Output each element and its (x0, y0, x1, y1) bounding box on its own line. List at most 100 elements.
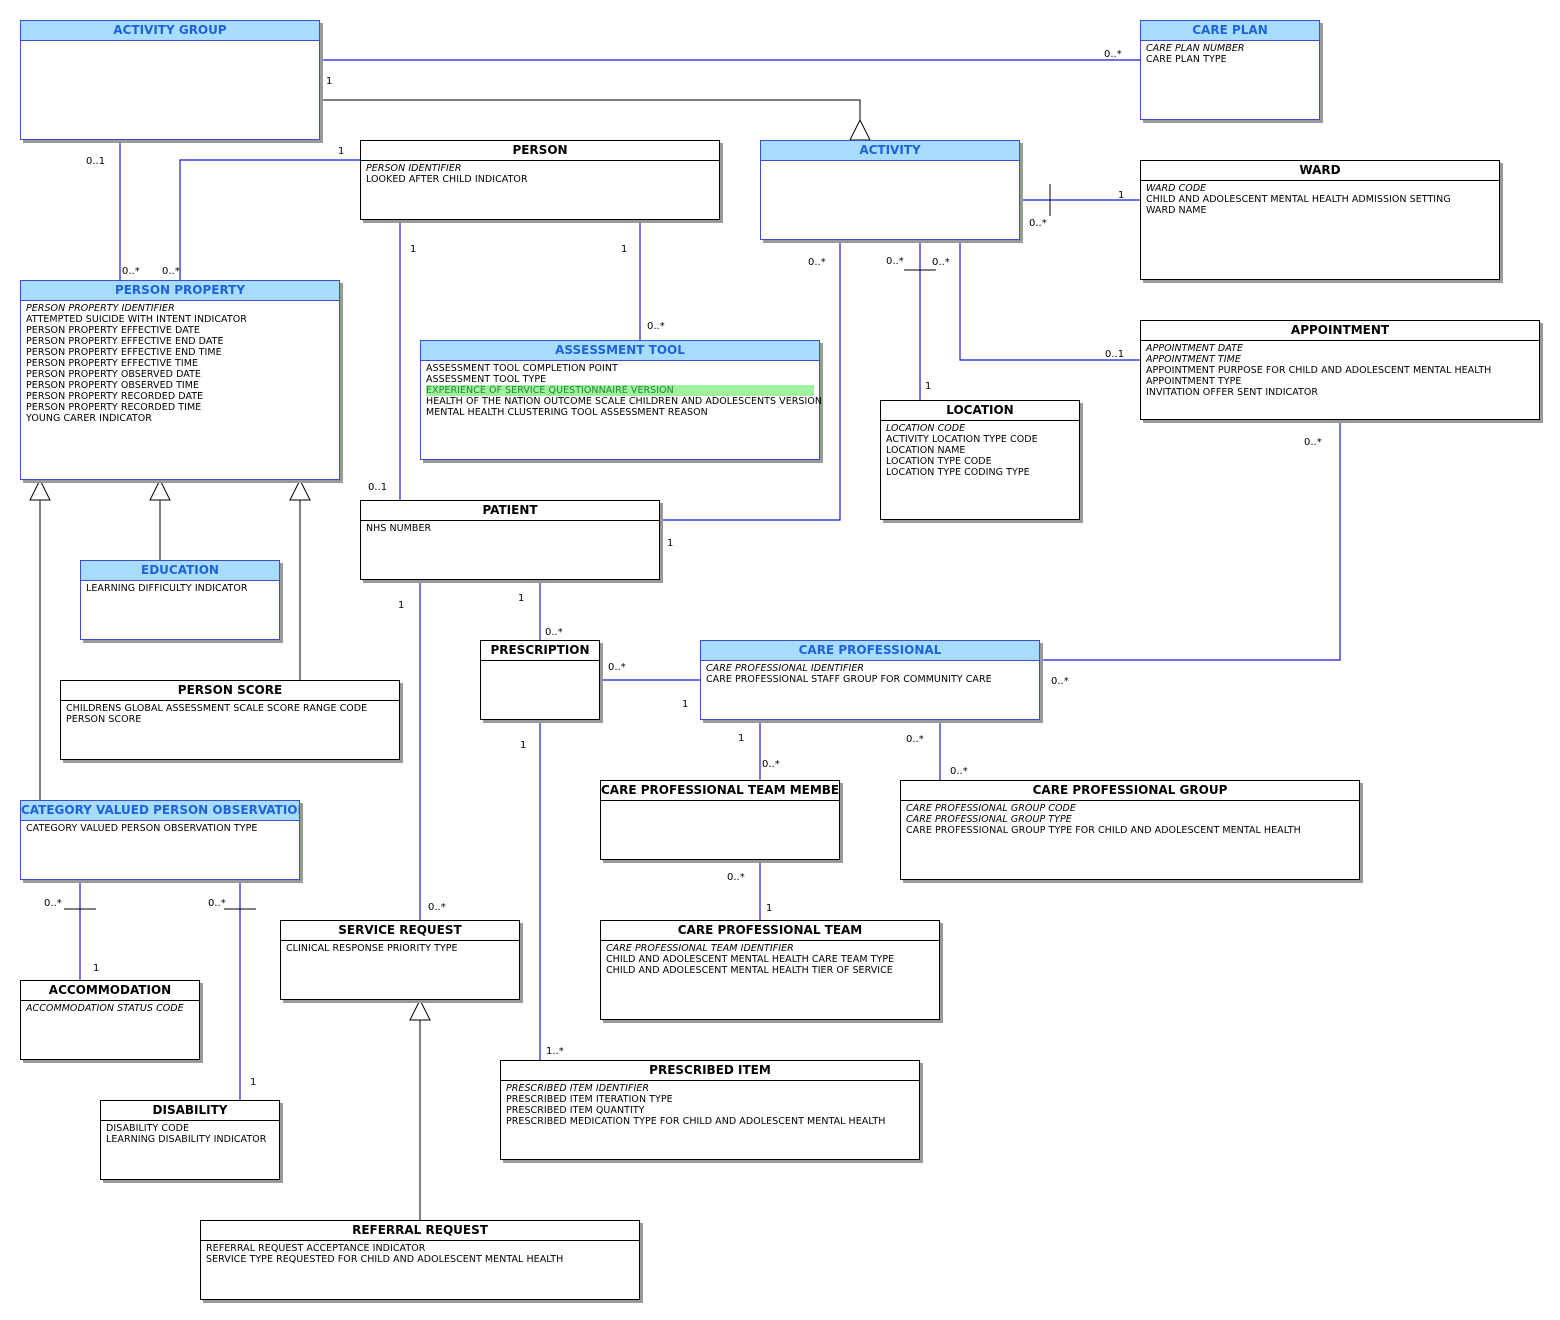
attribute-row: CARE PROFESSIONAL IDENTIFIER (706, 663, 865, 674)
cardinality-label: 0..* (906, 734, 924, 745)
entity-category-valued-person-observation[interactable]: CATEGORY VALUED PERSON OBSERVATION CATEGO… (20, 800, 300, 880)
attribute-row: LOCATION TYPE CODING TYPE (886, 467, 1030, 478)
cardinality-label: 0..* (428, 902, 446, 913)
attribute-row: PERSON PROPERTY EFFECTIVE END TIME (26, 347, 222, 358)
attribute-row: PRESCRIBED ITEM IDENTIFIER (506, 1083, 650, 1094)
attribute-row: PERSON SCORE (66, 714, 142, 725)
attribute-row: LOCATION NAME (886, 445, 966, 456)
attribute-row: CARE PROFESSIONAL STAFF GROUP FOR COMMUN… (706, 674, 992, 685)
cardinality-label: 1..* (546, 1046, 564, 1057)
attribute-row: WARD CODE (1146, 183, 1207, 194)
entity-title: CARE PROFESSIONAL GROUP (901, 781, 1359, 801)
cardinality-label: 0..* (122, 266, 140, 277)
generalization-arrowhead (29, 478, 51, 501)
attribute-row: PERSON PROPERTY IDENTIFIER (26, 303, 175, 314)
attribute-row: ACTIVITY LOCATION TYPE CODE (886, 434, 1038, 445)
association-line (660, 240, 841, 521)
attribute-row: CATEGORY VALUED PERSON OBSERVATION TYPE (26, 823, 258, 834)
cardinality-label: 0..* (932, 257, 950, 268)
attribute-row: LOCATION TYPE CODE (886, 456, 992, 467)
association-line (959, 240, 1140, 361)
attribute-row: PERSON PROPERTY OBSERVED DATE (26, 369, 201, 380)
attribute-row: CARE PROFESSIONAL GROUP TYPE (906, 814, 1072, 825)
entity-attributes: ACCOMMODATION STATUS CODE (21, 1001, 199, 1014)
entity-title: ACTIVITY GROUP (21, 21, 319, 41)
entity-title: CATEGORY VALUED PERSON OBSERVATION (21, 801, 299, 821)
entity-accommodation[interactable]: ACCOMMODATION ACCOMMODATION STATUS CODE (20, 980, 200, 1060)
entity-prescription[interactable]: PRESCRIPTION (480, 640, 600, 720)
entity-title: SERVICE REQUEST (281, 921, 519, 941)
cardinality-label: 0..* (545, 627, 563, 638)
entity-person-property[interactable]: PERSON PROPERTY PERSON PROPERTY IDENTIFIE… (20, 280, 340, 480)
entity-attributes: CLINICAL RESPONSE PRIORITY TYPE (281, 941, 519, 954)
entity-title: APPOINTMENT (1141, 321, 1539, 341)
cardinality-label: 1 (398, 600, 404, 611)
entity-title: CARE PROFESSIONAL TEAM (601, 921, 939, 941)
cardinality-label: 0..* (950, 766, 968, 777)
attribute-row: LEARNING DISABILITY INDICATOR (106, 1134, 267, 1145)
entity-title: LOCATION (881, 401, 1079, 421)
cardinality-label: 0..* (162, 266, 180, 277)
cardinality-label: 1 (520, 740, 526, 751)
cardinality-label: 0..* (608, 662, 626, 673)
entity-attributes (481, 661, 599, 663)
entity-activity[interactable]: ACTIVITY (760, 140, 1020, 240)
attribute-row: PERSON PROPERTY EFFECTIVE TIME (26, 358, 199, 369)
cardinality-label: 1 (766, 903, 772, 914)
entity-title: PERSON SCORE (61, 681, 399, 701)
attribute-row: INVITATION OFFER SENT INDICATOR (1146, 387, 1319, 398)
association-line (1040, 420, 1341, 661)
attribute-row: APPOINTMENT TIME (1146, 354, 1241, 365)
generalization-arrowhead (149, 478, 171, 501)
cardinality-label: 0..1 (86, 156, 105, 167)
entity-attributes: NHS NUMBER (361, 521, 659, 534)
entity-title: REFERRAL REQUEST (201, 1221, 639, 1241)
cardinality-label: 1 (326, 76, 332, 87)
entity-attributes: CATEGORY VALUED PERSON OBSERVATION TYPE (21, 821, 299, 834)
cardinality-label: 1 (93, 963, 99, 974)
attribute-row: ACCOMMODATION STATUS CODE (26, 1003, 184, 1014)
entity-care-professional-team-member[interactable]: CARE PROFESSIONAL TEAM MEMBER (600, 780, 840, 860)
cardinality-label: 0..* (762, 759, 780, 770)
attribute-row: PERSON IDENTIFIER (366, 163, 462, 174)
entity-attributes: CHILDRENS GLOBAL ASSESSMENT SCALE SCORE … (61, 701, 399, 725)
attribute-row: CARE PROFESSIONAL GROUP CODE (906, 803, 1076, 814)
cardinality-label: 1 (667, 538, 673, 549)
attribute-row: CHILD AND ADOLESCENT MENTAL HEALTH TIER … (606, 965, 893, 976)
attribute-row: PERSON PROPERTY RECORDED DATE (26, 391, 204, 402)
cardinality-label: 0..* (886, 256, 904, 267)
attribute-row: MENTAL HEALTH CLUSTERING TOOL ASSESSMENT… (426, 407, 708, 418)
entity-title: PERSON PROPERTY (21, 281, 339, 301)
entity-title: ACCOMMODATION (21, 981, 199, 1001)
generalization-arrowhead (849, 118, 871, 141)
cardinality-label: 1 (738, 733, 744, 744)
attribute-row: ATTEMPTED SUICIDE WITH INTENT INDICATOR (26, 314, 247, 325)
attribute-row: YOUNG CARER INDICATOR (26, 413, 152, 424)
entity-activity-group[interactable]: ACTIVITY GROUP (20, 20, 320, 140)
